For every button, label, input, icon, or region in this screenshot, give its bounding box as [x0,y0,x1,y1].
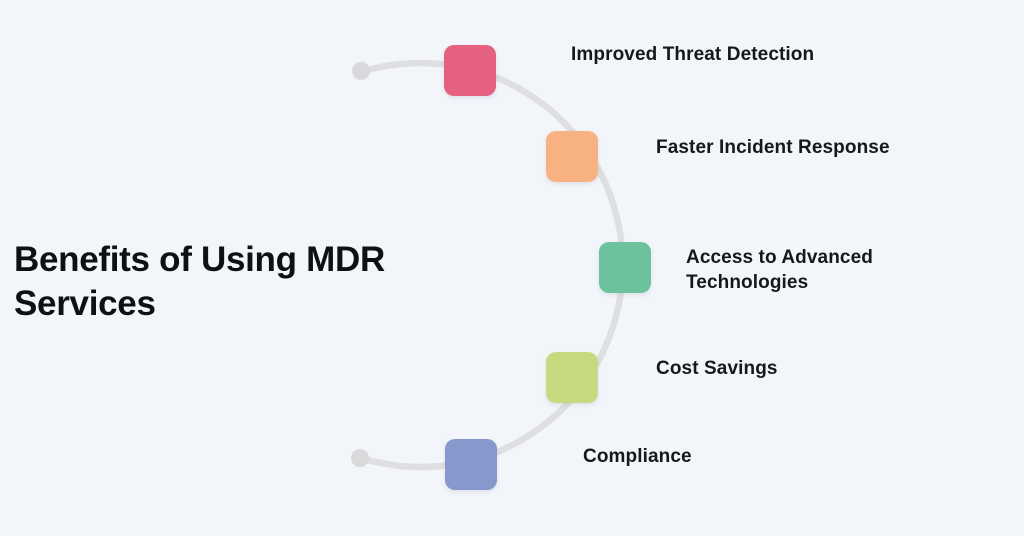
benefit-label-improved-threat-detection: Improved Threat Detection [571,44,815,65]
benefit-label-access-to-advanced-technologies: Access to Advanced Technologies [686,247,873,293]
benefit-node-faster-incident-response [546,131,598,182]
benefit-node-cost-savings [546,352,598,403]
arc-end-dot [351,449,369,467]
benefit-node-compliance [445,439,497,490]
benefit-label-faster-incident-response: Faster Incident Response [656,137,890,158]
benefit-label-compliance: Compliance [583,446,692,467]
benefit-node-improved-threat-detection [444,45,496,96]
arc-start-dot [352,62,370,80]
benefit-label-cost-savings: Cost Savings [656,358,778,379]
page-title: Benefits of Using MDR Services [14,240,385,323]
benefit-node-access-to-advanced-technologies [599,242,651,293]
